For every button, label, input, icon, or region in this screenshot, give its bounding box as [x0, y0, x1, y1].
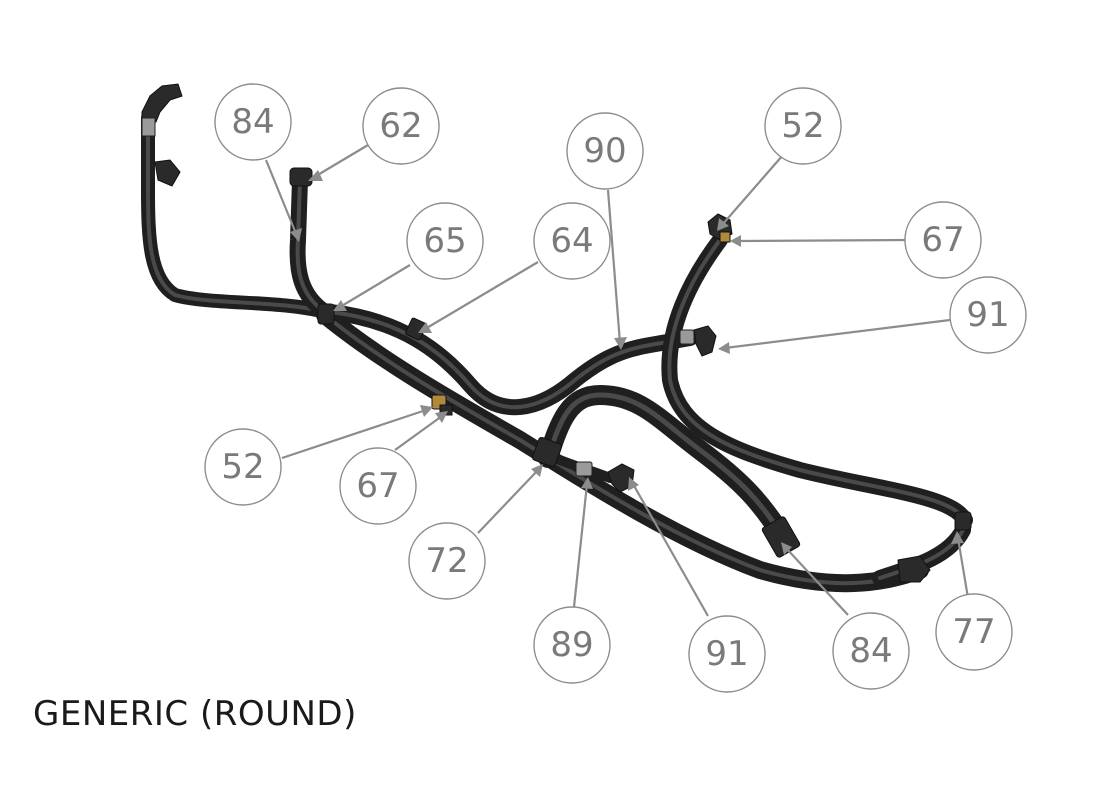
leader-67-left	[394, 415, 443, 451]
hose-72-loop	[538, 385, 795, 550]
arrow-84-top	[290, 228, 302, 242]
fitting-90-sleeve	[679, 329, 695, 345]
balloon-label: 91	[966, 295, 1009, 335]
balloon-label: 52	[781, 106, 824, 146]
arrow-90	[614, 337, 627, 350]
arrow-72	[531, 464, 543, 477]
balloon-label: 84	[849, 631, 892, 671]
fitting-72-sleeve	[531, 436, 563, 468]
balloon-label: 72	[425, 541, 468, 581]
balloon-52-top: 52	[764, 87, 842, 165]
fitting-77-end	[954, 511, 972, 531]
balloon-label: 89	[550, 625, 593, 665]
arrow-64	[418, 322, 432, 333]
arrow-91-right	[718, 342, 730, 354]
balloon-label: 90	[583, 131, 626, 171]
leader-84-bottom	[785, 547, 849, 616]
balloon-84-bottom: 84	[832, 612, 910, 690]
arrow-77	[951, 531, 964, 544]
fitting-left-tee	[154, 159, 181, 187]
arrow-91-bottom	[628, 477, 639, 491]
leader-lines	[264, 144, 970, 617]
balloon-67-right: 67	[904, 201, 982, 279]
balloon-label: 77	[952, 612, 995, 652]
balloon-label: 67	[356, 466, 399, 506]
hose-short-62	[289, 172, 333, 320]
balloon-52-left: 52	[204, 428, 282, 506]
leader-67-right	[736, 238, 906, 243]
balloon-64: 64	[533, 202, 611, 280]
arrow-67-right	[730, 235, 741, 247]
balloon-62: 62	[362, 87, 440, 165]
leader-62	[315, 144, 369, 177]
hose-main-trunk	[316, 306, 929, 593]
leader-52-top	[721, 154, 784, 226]
balloon-label: 62	[379, 106, 422, 146]
balloon-67-left: 67	[339, 447, 417, 525]
arrow-52-top	[717, 218, 729, 231]
balloon-77: 77	[935, 593, 1013, 671]
balloon-label: 91	[705, 634, 748, 674]
arrow-65	[333, 300, 347, 311]
balloon-90: 90	[566, 112, 644, 190]
leader-77	[956, 537, 970, 599]
leader-72	[477, 469, 539, 534]
leader-90	[606, 189, 622, 344]
arrow-84-bottom	[781, 542, 792, 555]
fitting-top-left-elbow	[141, 83, 183, 123]
fitting-77	[897, 555, 931, 583]
arrow-62	[308, 170, 323, 181]
hose-left-vertical	[141, 111, 332, 319]
fitting-67-top-right	[719, 231, 731, 243]
leader-65	[339, 264, 411, 308]
balloon-84-top: 84	[214, 83, 292, 161]
balloon-label: 52	[221, 447, 264, 487]
leader-91-right	[724, 318, 951, 350]
arrow-67-left	[435, 411, 448, 423]
fitting-62	[289, 167, 313, 187]
balloon-89: 89	[533, 606, 611, 684]
fitting-89	[575, 461, 593, 477]
fitting-91-right-elbow	[693, 325, 717, 357]
leader-89	[572, 483, 589, 608]
balloons: 84 62 90 52 65 64 67 91	[204, 83, 1027, 693]
fitting-top-left-sleeve	[141, 117, 156, 137]
leader-84-top	[264, 159, 299, 237]
leader-91-bottom	[632, 483, 709, 617]
leader-64	[424, 261, 539, 330]
balloon-91-bottom: 91	[688, 615, 766, 693]
diagram-caption: GENERIC (ROUND)	[33, 694, 357, 734]
balloon-label: 67	[921, 220, 964, 260]
balloon-91-right: 91	[949, 276, 1027, 354]
balloon-72: 72	[408, 522, 486, 600]
balloon-65: 65	[406, 202, 484, 280]
balloon-label: 64	[550, 221, 593, 261]
leader-52-left	[281, 408, 427, 460]
arrow-52-left	[420, 405, 433, 417]
fitting-65-clamp	[317, 303, 335, 325]
balloon-label: 65	[423, 221, 466, 261]
hose-right-loop	[661, 232, 973, 528]
arrow-89	[581, 477, 593, 489]
hose-assembly	[141, 111, 973, 593]
balloon-label: 84	[231, 102, 274, 142]
